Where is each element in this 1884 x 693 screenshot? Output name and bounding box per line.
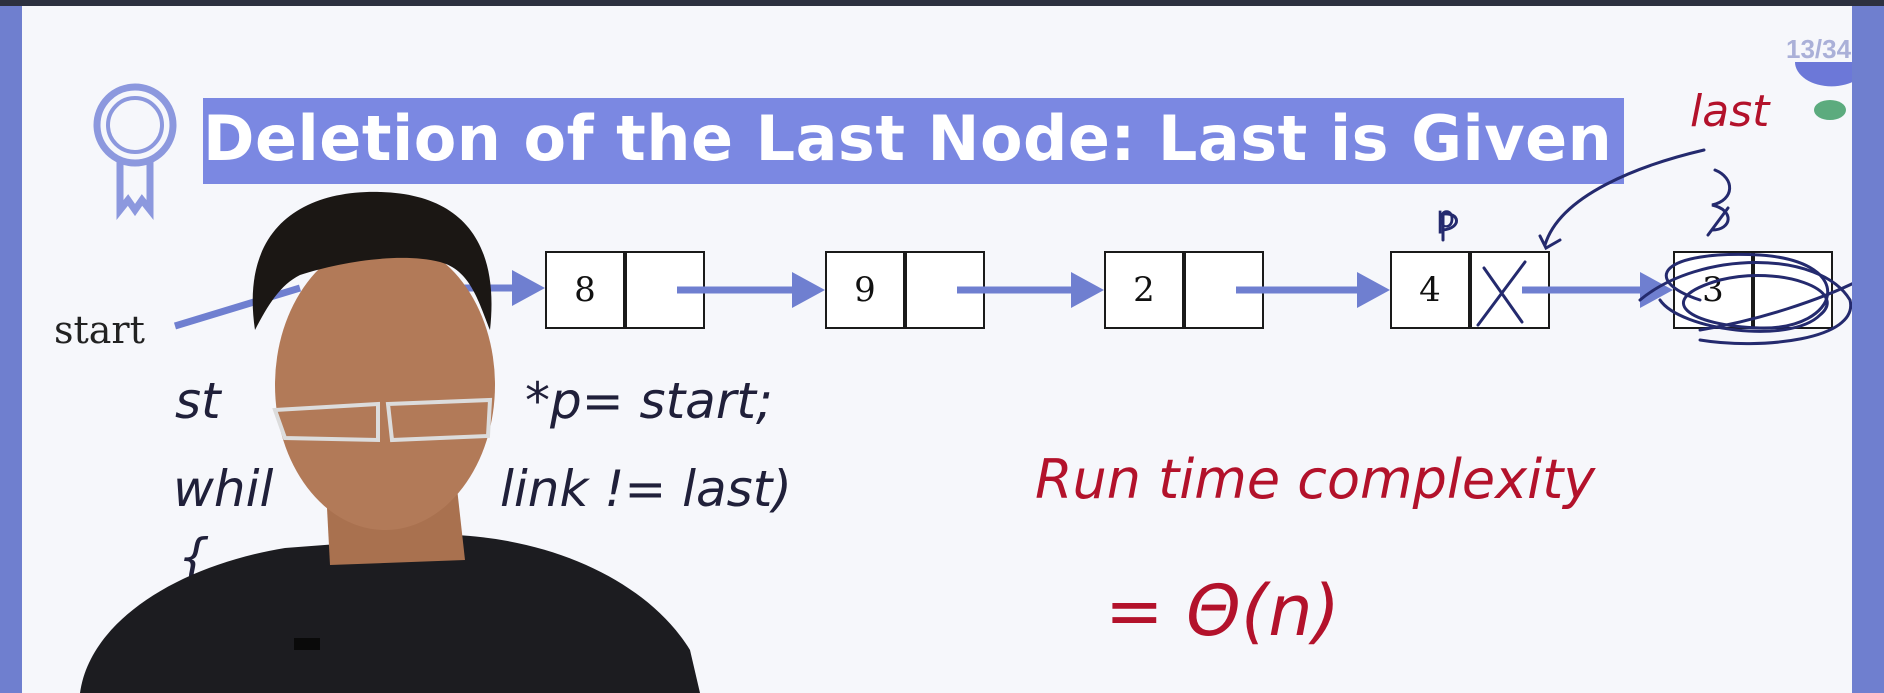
node-9-value: 9 bbox=[854, 270, 876, 310]
start-label: start bbox=[54, 308, 145, 352]
top-bar bbox=[0, 0, 1884, 6]
last-label: last bbox=[1690, 86, 1770, 137]
title-band bbox=[203, 98, 1624, 184]
p-label: p bbox=[1436, 200, 1456, 235]
node-2-value: 2 bbox=[1133, 270, 1155, 310]
node-4-value: 4 bbox=[1419, 270, 1441, 310]
node-8-data-cell bbox=[545, 251, 625, 329]
runtime-complexity-value: = Θ(n) bbox=[1105, 570, 1340, 652]
code-line-1-right: *p= start; bbox=[525, 372, 773, 430]
page-indicator: 13/34 bbox=[1786, 34, 1852, 64]
node-4-data-cell bbox=[1390, 251, 1470, 329]
node-2-data-cell bbox=[1104, 251, 1184, 329]
code-line-2-right: link != last) bbox=[500, 460, 792, 518]
slide-title: Deletion of the Last Node: Last is Given bbox=[203, 102, 1613, 175]
runtime-complexity-label: Run time complexity bbox=[1035, 448, 1596, 511]
right-edge-frame bbox=[1852, 6, 1884, 693]
code-line-1-left: st bbox=[175, 372, 221, 430]
code-line-2-left: whil bbox=[173, 460, 274, 518]
node-8-value: 8 bbox=[574, 270, 596, 310]
node-9-data-cell bbox=[825, 251, 905, 329]
